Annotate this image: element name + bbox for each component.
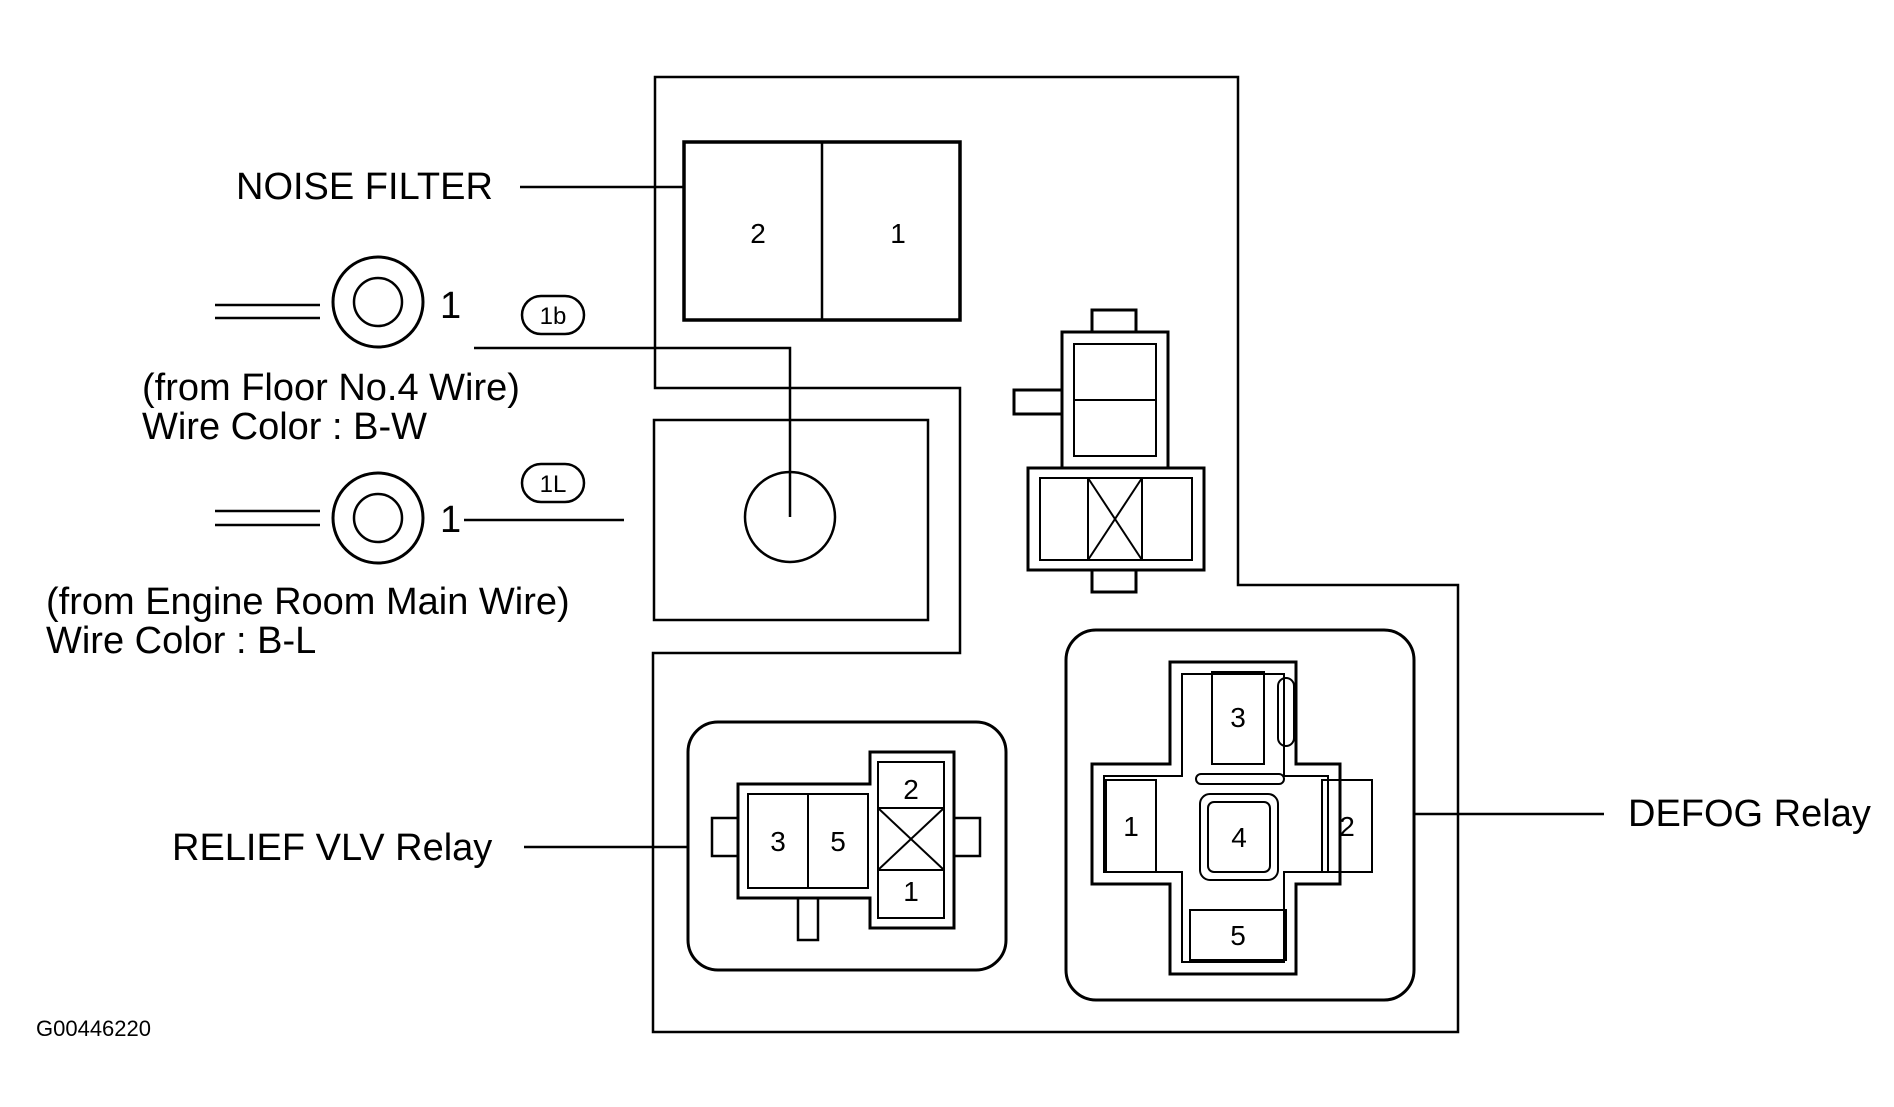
defog-pin: 1	[1123, 811, 1139, 842]
ring-terminal-1b	[215, 255, 425, 349]
small-relay-socket	[1012, 308, 1206, 594]
relief-vlv-relay-label: RELIEF VLV Relay	[172, 827, 492, 869]
noise-filter-label: NOISE FILTER	[236, 166, 493, 208]
defog-pin: 5	[1230, 920, 1246, 951]
terminal-1b-tag: 1b	[540, 303, 567, 330]
terminal-1l-wire-color: Wire Color : B-L	[46, 620, 316, 662]
defog-relay-label: DEFOG Relay	[1628, 793, 1871, 835]
figure-code: G00446220	[36, 1016, 151, 1041]
defog-pin: 4	[1231, 822, 1247, 853]
relief-vlv-pin: 2	[903, 774, 919, 805]
ring-terminal-1l	[215, 471, 425, 565]
relief-vlv-pin: 1	[903, 876, 919, 907]
terminal-1l-source: (from Engine Room Main Wire)	[46, 581, 570, 623]
terminal-1b-leader	[474, 346, 792, 517]
noise-filter	[682, 140, 962, 322]
defog-pin: 2	[1339, 811, 1355, 842]
terminal-1b-source: (from Floor No.4 Wire)	[142, 367, 520, 409]
relief-vlv-pin: 3	[770, 826, 786, 857]
relief-vlv-pin: 5	[830, 826, 846, 857]
defog-pin: 3	[1230, 702, 1246, 733]
terminal-1b-wire-color: Wire Color : B-W	[142, 406, 427, 448]
terminal-1l-pin: 1	[440, 499, 461, 541]
noise-filter-pin: 1	[890, 218, 906, 249]
terminal-1b-pin: 1	[440, 285, 461, 327]
noise-filter-pin: 2	[750, 218, 766, 249]
junction-block-outline	[651, 75, 1460, 1034]
tag-oval-1l	[520, 462, 586, 504]
relief-vlv-relay	[686, 720, 1008, 972]
tag-oval-1b	[520, 294, 586, 336]
terminal-1l-tag: 1L	[540, 471, 567, 498]
